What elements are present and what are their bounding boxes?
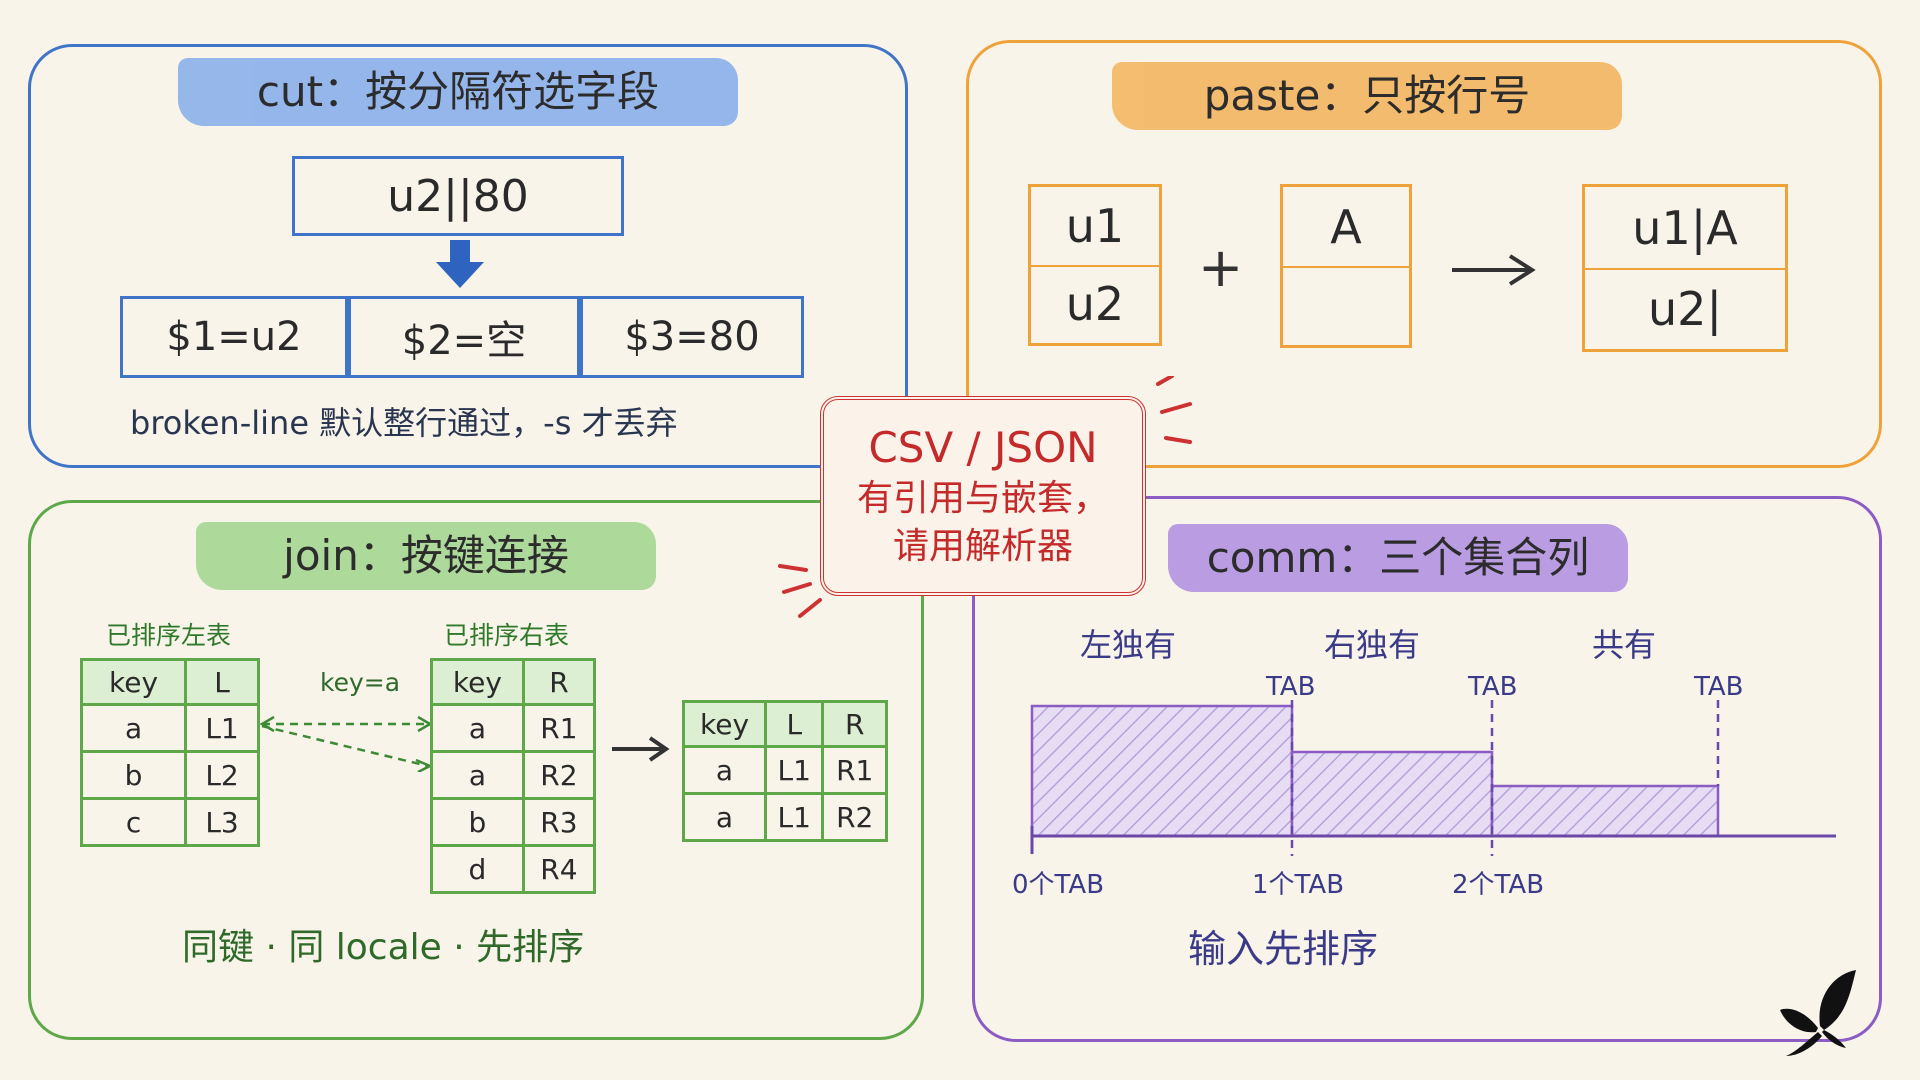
table-cell: a (430, 750, 525, 800)
join-left-header-key: key (79, 658, 188, 706)
cut-field-3-text: $3=80 (624, 314, 760, 360)
comm-step-diagram (1030, 700, 1836, 856)
table-cell: L3 (184, 797, 260, 847)
comm-column-common: 共有 (1592, 626, 1657, 664)
paste-result-column: u1|A u2| (1582, 184, 1788, 352)
paste-middle-row-2 (1283, 266, 1409, 345)
paste-middle-row-1: A (1283, 187, 1409, 268)
join-result-header-r: R (821, 700, 888, 748)
join-left-caption: 已排序左表 (106, 621, 232, 650)
paste-left-row-2: u2 (1065, 277, 1125, 331)
join-result-arrow-icon (612, 736, 670, 762)
stamp-line-2: 有引用与嵌套， (856, 478, 1109, 519)
table-cell: L1 (764, 792, 825, 842)
comm-tab-label-1: TAB (1266, 672, 1316, 702)
table-cell: a (681, 792, 768, 842)
join-result-header-key: key (681, 700, 768, 748)
table-cell: L1 (184, 703, 260, 753)
down-arrow-icon (436, 240, 484, 288)
join-left-header-l: L (184, 658, 260, 706)
comm-column-right-only: 右独有 (1324, 626, 1421, 664)
cut-title: cut：按分隔符选字段 (178, 58, 738, 126)
comm-axis-label-0: 0个TAB (1012, 870, 1105, 900)
paste-middle-column: A (1280, 184, 1412, 348)
join-result-header-l: L (764, 700, 825, 748)
join-right-caption: 已排序右表 (444, 621, 570, 650)
join-right-header-key: key (430, 658, 525, 706)
comm-note: 输入先排序 (1188, 927, 1379, 971)
right-arrow-icon (1452, 254, 1536, 286)
table-cell: R2 (521, 750, 597, 800)
cut-field-3: $3=80 (580, 296, 804, 378)
cut-field-1-text: $1=u2 (166, 314, 302, 360)
cut-field-1: $1=u2 (120, 296, 348, 378)
paste-result-row-1: u1|A (1585, 187, 1785, 270)
paste-result-row-2: u2| (1648, 281, 1722, 336)
cut-field-2: $2=空 (348, 296, 580, 378)
table-cell: L1 (764, 745, 825, 795)
join-link-label: key=a (320, 668, 401, 697)
table-cell: d (430, 844, 525, 894)
cut-panel (28, 44, 908, 468)
table-cell: b (430, 797, 525, 847)
cut-source-record: u2||80 (292, 156, 624, 236)
comm-column-left-only: 左独有 (1080, 626, 1177, 664)
butterfly-logo-icon (1780, 970, 1856, 1056)
cut-note: broken-line 默认整行通过，-s 才丢弃 (130, 404, 678, 442)
stamp-burst-lines (778, 376, 1192, 618)
cut-source-text: u2||80 (387, 170, 529, 222)
cut-field-2-text: $2=空 (401, 318, 527, 364)
stamp-line-3: 请用解析器 (892, 526, 1073, 567)
paste-left-row-1: u1 (1031, 187, 1159, 267)
table-cell: c (79, 797, 188, 847)
stamp-line-1: CSV / JSON (868, 423, 1098, 472)
table-cell: L2 (184, 750, 260, 800)
plus-sign: + (1198, 236, 1244, 299)
paste-left-column: u1 u2 (1028, 184, 1162, 346)
join-match-arrows (259, 715, 433, 772)
table-cell: b (79, 750, 188, 800)
table-cell: R3 (521, 797, 597, 847)
comm-axis-label-1: 1个TAB (1252, 870, 1345, 900)
comm-tab-label-3: TAB (1694, 672, 1744, 702)
table-cell: R2 (821, 792, 888, 842)
join-panel (28, 500, 924, 1040)
table-cell: R4 (521, 844, 597, 894)
comm-panel (972, 496, 1882, 1042)
comm-axis-label-2: 2个TAB (1452, 870, 1545, 900)
paste-title: paste：只按行号 (1112, 62, 1622, 130)
join-right-header-r: R (521, 658, 597, 706)
paste-panel (966, 40, 1882, 468)
comm-title: comm：三个集合列 (1168, 524, 1628, 592)
table-cell: R1 (821, 745, 888, 795)
table-cell: R1 (521, 703, 597, 753)
join-note: 同键 · 同 locale · 先排序 (182, 927, 585, 968)
table-cell: a (430, 703, 525, 753)
parser-warning-stamp: CSV / JSON 有引用与嵌套， 请用解析器 (820, 396, 1146, 596)
table-cell: a (681, 745, 768, 795)
join-title: join：按键连接 (196, 522, 656, 590)
comm-tab-label-2: TAB (1468, 672, 1518, 702)
table-cell: a (79, 703, 188, 753)
